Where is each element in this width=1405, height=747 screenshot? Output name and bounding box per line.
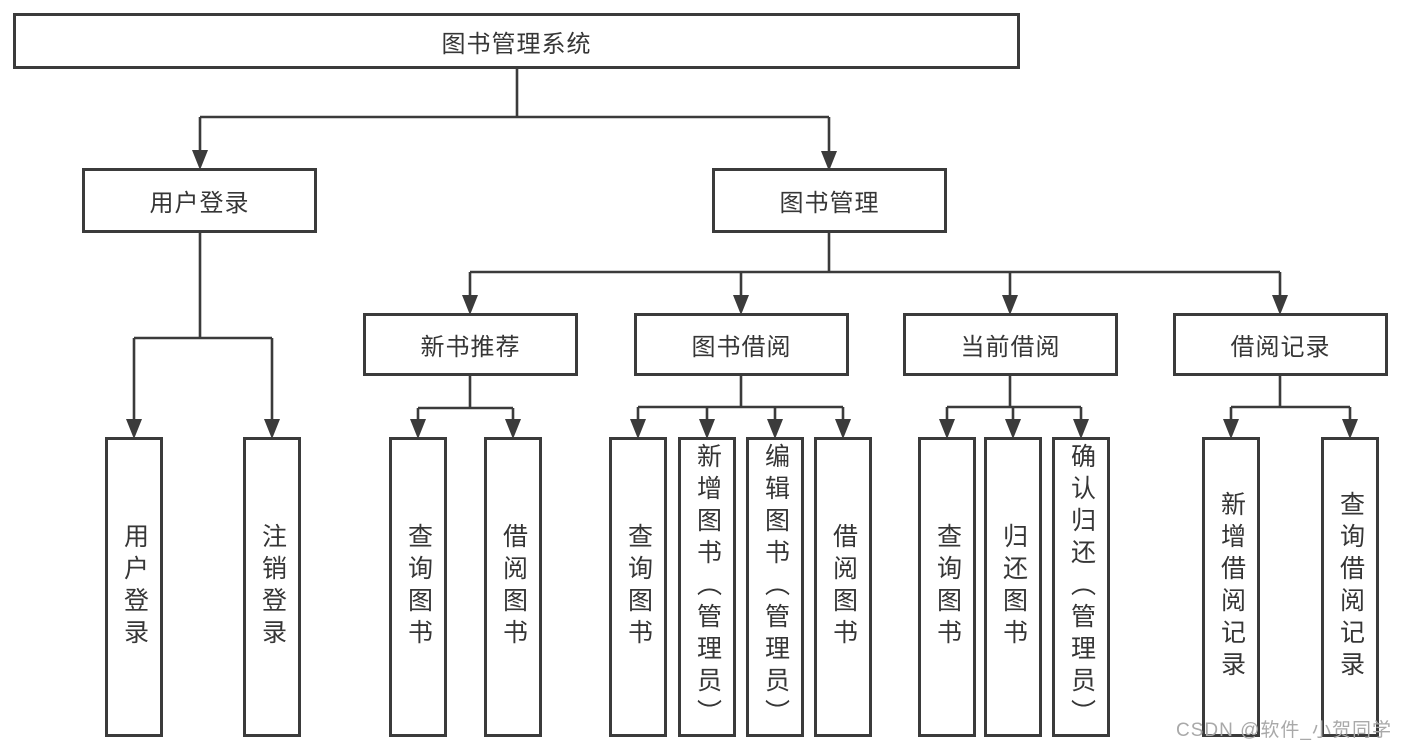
node-leaf-add-borrow-record: 新增借阅记录 xyxy=(1202,437,1260,737)
node-root-system: 图书管理系统 xyxy=(13,13,1020,69)
csdn-watermark: CSDN @软件_小贺同学 xyxy=(1176,720,1392,741)
connector-paths xyxy=(132,69,1352,424)
node-label: 查询图书 xyxy=(933,523,962,651)
node-label: 归还图书 xyxy=(999,523,1028,651)
node-leaf-confirm-return-admin: 确认归还（管理员） xyxy=(1052,437,1110,737)
node-leaf-borrow-books-recommend: 借阅图书 xyxy=(484,437,542,737)
node-leaf-return-books: 归还图书 xyxy=(984,437,1042,737)
node-leaf-query-books-current: 查询图书 xyxy=(918,437,976,737)
node-label: 借阅记录 xyxy=(1230,334,1331,361)
node-leaf-query-books-recommend: 查询图书 xyxy=(389,437,447,737)
node-label: 图书借阅 xyxy=(691,334,792,361)
node-leaf-add-books-admin: 新增图书（管理员） xyxy=(678,437,736,737)
node-leaf-edit-books-admin: 编辑图书（管理员） xyxy=(746,437,804,737)
node-label: 用户登录 xyxy=(149,190,250,217)
node-leaf-borrow-books: 借阅图书 xyxy=(814,437,872,737)
node-label: 图书管理系统 xyxy=(441,30,592,58)
node-new-book-recommend: 新书推荐 xyxy=(363,313,578,376)
node-label: 查询图书 xyxy=(624,523,653,651)
node-label: 新增借阅记录 xyxy=(1217,491,1246,683)
node-label: 确认归还（管理员） xyxy=(1067,443,1096,731)
node-label: 注销登录 xyxy=(258,523,287,651)
node-leaf-logout: 注销登录 xyxy=(243,437,301,737)
node-label: 新增图书（管理员） xyxy=(693,443,722,731)
node-borrow-record: 借阅记录 xyxy=(1173,313,1388,376)
node-label: 借阅图书 xyxy=(829,523,858,651)
node-label: 编辑图书（管理员） xyxy=(761,443,790,731)
node-book-borrow: 图书借阅 xyxy=(634,313,849,376)
node-label: 当前借阅 xyxy=(960,334,1061,361)
node-label: 图书管理 xyxy=(779,190,880,217)
node-leaf-query-books-borrow: 查询图书 xyxy=(609,437,667,737)
node-user-login-group: 用户登录 xyxy=(82,168,317,233)
node-leaf-query-borrow-record: 查询借阅记录 xyxy=(1321,437,1379,737)
node-label: 查询借阅记录 xyxy=(1336,491,1365,683)
node-label: 查询图书 xyxy=(404,523,433,651)
node-label: 用户登录 xyxy=(120,523,149,651)
node-leaf-user-login: 用户登录 xyxy=(105,437,163,737)
node-current-borrow: 当前借阅 xyxy=(903,313,1118,376)
arrowhead-icons xyxy=(126,150,1358,439)
node-label: 借阅图书 xyxy=(499,523,528,651)
node-label: 新书推荐 xyxy=(420,334,521,361)
node-book-management: 图书管理 xyxy=(712,168,947,233)
